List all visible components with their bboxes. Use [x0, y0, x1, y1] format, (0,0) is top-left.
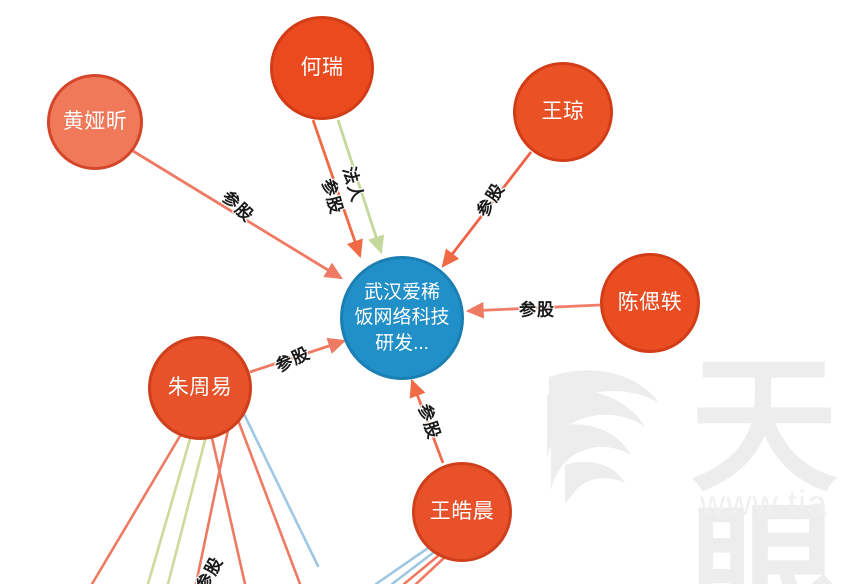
edge-wang-qiong[interactable]: [441, 151, 533, 268]
graph-node-chen-sizhi[interactable]: 陈偲轶: [600, 253, 700, 353]
edge-he-rui-faren[interactable]: [336, 119, 385, 255]
graph-node-zhu-zhouyi[interactable]: 朱周易: [148, 336, 252, 440]
graph-node-center-company[interactable]: 武汉爱稀饭网络科技研发...: [340, 256, 464, 380]
edge-zhu-zhouyi[interactable]: [249, 337, 347, 374]
node-label-wang-haochen: 王皓晨: [429, 500, 495, 524]
graph-node-he-rui[interactable]: 何瑞: [270, 16, 374, 120]
node-label-huang-yaxin: 黄娅昕: [62, 110, 128, 134]
node-label-center-company: 武汉爱稀饭网络科技研发...: [354, 281, 450, 354]
edge-label-chen-sizhi: 参股: [519, 300, 555, 320]
node-label-he-rui: 何瑞: [300, 56, 344, 80]
graph-node-huang-yaxin[interactable]: 黄娅昕: [47, 74, 143, 170]
node-label-wang-qiong: 王琼: [541, 100, 585, 124]
edge-he-rui-canggu[interactable]: [311, 119, 363, 259]
graph-node-wang-haochen[interactable]: 王皓晨: [412, 462, 512, 562]
offscreen-edge-bundle-wang: [374, 546, 446, 584]
node-label-zhu-zhouyi: 朱周易: [167, 376, 233, 400]
offscreen-edge-bundle-zhu: [90, 412, 320, 584]
edge-chen-sizhi[interactable]: [465, 301, 601, 319]
node-label-chen-sizhi: 陈偲轶: [617, 291, 683, 315]
edge-huang-yaxin[interactable]: [132, 149, 343, 280]
graph-node-wang-qiong[interactable]: 王琼: [513, 62, 613, 162]
edge-wang-haochen[interactable]: [409, 378, 445, 464]
